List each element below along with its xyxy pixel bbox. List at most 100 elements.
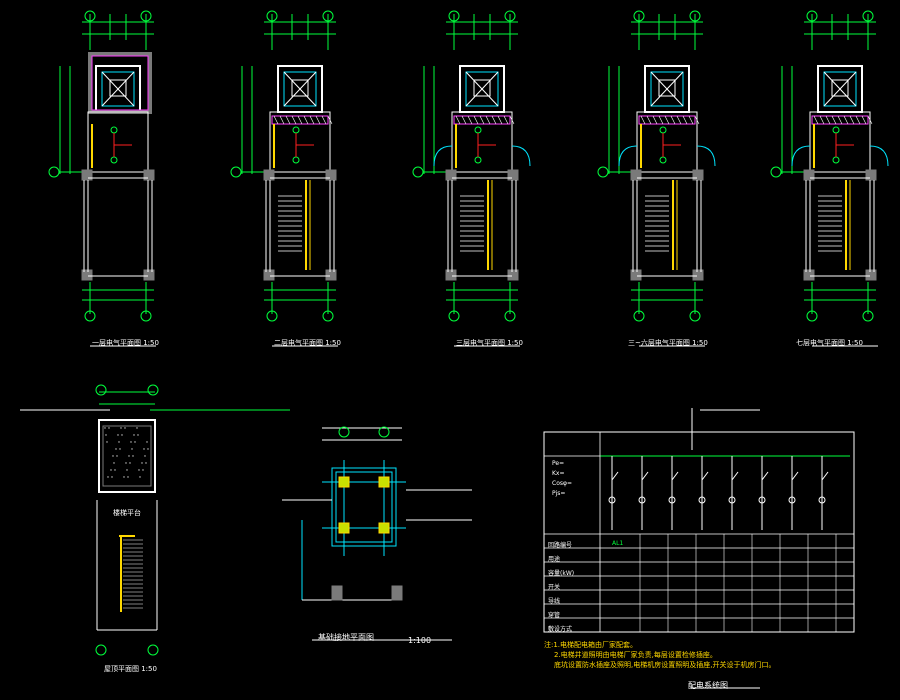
row-label-5: 穿管 (548, 612, 561, 619)
gravel-dot (107, 476, 109, 478)
column (692, 169, 704, 181)
grid-bubble (633, 10, 645, 22)
grid-bubble (84, 10, 96, 22)
gravel-dot (119, 448, 121, 450)
column (143, 169, 155, 181)
gravel-dot (105, 434, 107, 436)
grid-bubble (48, 166, 60, 178)
gravel-dot (133, 434, 135, 436)
breaker-contact (641, 471, 649, 481)
door-swing (433, 145, 453, 167)
threshold (638, 115, 696, 125)
hatch (855, 115, 861, 125)
light-fixture (474, 156, 482, 164)
gravel-dot (118, 441, 120, 443)
hatch (825, 115, 831, 125)
elevator-cross (283, 71, 317, 107)
grid-bubble (322, 10, 334, 22)
column (507, 269, 519, 281)
grounding-plan-title: 基础接地平面图 (318, 633, 374, 642)
branch-device (758, 496, 766, 504)
column (325, 169, 337, 181)
ground-ring (331, 467, 397, 547)
column (81, 169, 93, 181)
hatch (837, 115, 843, 125)
grid-bubble (140, 310, 152, 322)
plan-title-2: 二层电气平面图 1:50 (274, 339, 341, 347)
column (143, 269, 155, 281)
hatch (497, 115, 503, 125)
hatch (682, 115, 688, 125)
hatch (309, 115, 315, 125)
light-fixture (110, 156, 118, 164)
grid-bubble (806, 10, 818, 22)
note-3: 底坑设置防水插座及照明,电梯机房设置照明及插座,开关设于机房门口。 (554, 661, 776, 669)
system-diagram-title: 配电系统图 (688, 681, 728, 690)
hatch (509, 115, 515, 125)
gravel-dot (141, 462, 143, 464)
hatch (303, 115, 309, 125)
grid-bubble (266, 310, 278, 322)
gravel-dot (104, 427, 106, 429)
gravel-dot (144, 455, 146, 457)
column (507, 169, 519, 181)
floor-plans-layer (48, 10, 889, 347)
machine-room-inner (91, 55, 149, 111)
gravel-dot (130, 441, 132, 443)
hatch (467, 115, 473, 125)
elevator-car (465, 71, 499, 107)
hatch (646, 115, 652, 125)
elevator-cross (101, 71, 135, 107)
door-swing (511, 145, 531, 167)
elevator-cross (650, 71, 684, 107)
system-diagram-layer (543, 408, 855, 689)
plan-title-1: 一层电气平面图 1:50 (92, 339, 159, 347)
gravel-dot (139, 476, 141, 478)
light-fixture (832, 126, 840, 134)
row-label-0: 回路编号 (548, 542, 573, 549)
gravel-dot (110, 469, 112, 471)
gravel-dot (106, 441, 108, 443)
hatch (658, 115, 664, 125)
hatch (694, 115, 700, 125)
hatch (849, 115, 855, 125)
hatch (473, 115, 479, 125)
floor-plan-2 (230, 10, 338, 347)
hatch (297, 115, 303, 125)
grid-bubble (633, 310, 645, 322)
ground-electrode (378, 476, 390, 488)
hatch (819, 115, 825, 125)
grid-bubble (147, 644, 159, 656)
breaker-contact (821, 471, 829, 481)
roof-plan-title: 屋顶平面图 1:50 (104, 665, 157, 673)
door-swing (696, 145, 716, 167)
roof-plan-layer (20, 384, 290, 656)
floor-plan-5 (770, 10, 889, 347)
grid-bubble (597, 166, 609, 178)
elevator-inner (831, 79, 849, 97)
gravel-dot (121, 434, 123, 436)
hatch (831, 115, 837, 125)
roof-platform-label: 楼梯平台 (113, 509, 141, 517)
gravel-dot (117, 434, 119, 436)
note-1: 注:1.电梯配电箱由厂家配套。 (544, 641, 638, 649)
grid-bubble (84, 310, 96, 322)
column (445, 269, 457, 281)
footing (331, 585, 343, 601)
gravel-dot (123, 476, 125, 478)
gravel-dot (136, 427, 138, 429)
row-label-1: 用途 (548, 556, 561, 563)
grid-bubble (95, 384, 107, 396)
row-label-2: 容量(kW) (548, 570, 575, 577)
gravel-dot (127, 476, 129, 478)
threshold (453, 115, 511, 125)
lobby-wall (636, 111, 698, 173)
light-fixture (474, 126, 482, 134)
row-label-3: 开关 (548, 584, 561, 591)
grid-bubble (95, 644, 107, 656)
gravel-dot (146, 441, 148, 443)
gravel-dot (120, 427, 122, 429)
gravel-dot (132, 455, 134, 457)
branch-device (698, 496, 706, 504)
param-kx: Kx= (552, 470, 565, 477)
